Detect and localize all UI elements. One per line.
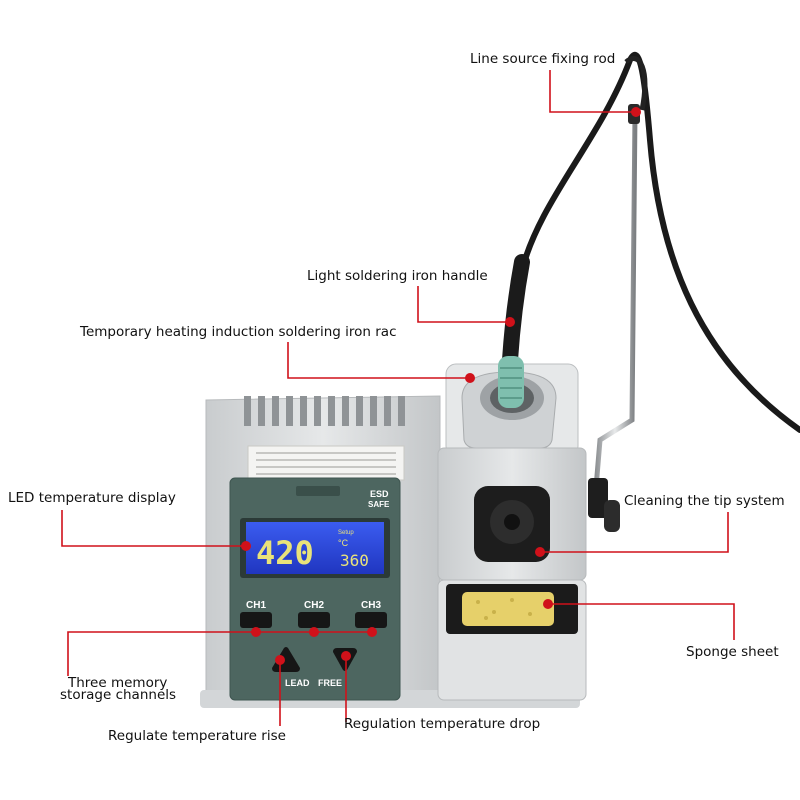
callout-handle: Light soldering iron handle: [307, 268, 488, 284]
callout-sponge: Sponge sheet: [686, 644, 779, 660]
callout-line-rack: [287, 342, 470, 379]
callout-drop: Regulation temperature drop: [344, 716, 541, 732]
temperature-up-button[interactable]: [272, 647, 300, 672]
lcd-main-temperature: 420: [256, 534, 314, 572]
callout-dots: [241, 107, 641, 665]
callout-cleaning: Cleaning the tip system: [624, 493, 785, 509]
down-button-label: FREE: [318, 678, 342, 688]
ch2-label: CH2: [304, 600, 324, 611]
callout-line-memory: [67, 631, 372, 676]
sponge: [462, 592, 554, 626]
ch1-label: CH1: [246, 600, 266, 611]
esd-logo-line1: ESD: [370, 489, 389, 499]
callout-memory-line1: Three memory: [68, 675, 168, 691]
ch2-button[interactable]: [298, 612, 330, 628]
fixing-rod: [588, 104, 640, 532]
lcd-display: [246, 522, 384, 574]
ch3-button[interactable]: [355, 612, 387, 628]
control-panel: ESD SAFE 420 Setup °C 360 CH1 CH2 CH3 LE…: [229, 477, 401, 701]
callout-line-cleaning: [540, 512, 729, 553]
power-cable-upper: [624, 56, 648, 111]
lcd-set-label: Setup: [338, 530, 354, 536]
lcd-unit: °C: [338, 538, 349, 548]
ch3-label: CH3: [361, 600, 381, 611]
callout-rack: Temporary heating induction soldering ir…: [80, 324, 397, 340]
holder-module: [437, 363, 587, 701]
callout-line-handle: [417, 286, 510, 323]
callout-line-sponge: [548, 603, 735, 640]
callout-memory-line2: storage channels: [60, 687, 177, 703]
ch1-button[interactable]: [240, 612, 272, 628]
vent-slots: [244, 396, 405, 426]
lcd-set-temperature: 360: [340, 551, 369, 570]
callout-line-display: [61, 510, 246, 547]
esd-logo-line2: SAFE: [368, 500, 390, 509]
up-button-label: LEAD: [285, 678, 310, 688]
callout-lines: [61, 70, 735, 726]
callout-display: LED temperature display: [8, 490, 176, 506]
callout-line-rod: [549, 70, 636, 113]
callout-rise: Regulate temperature rise: [108, 728, 286, 744]
soldering-iron-handle: [498, 254, 530, 408]
callout-rod: Line source fixing rod: [470, 51, 616, 67]
